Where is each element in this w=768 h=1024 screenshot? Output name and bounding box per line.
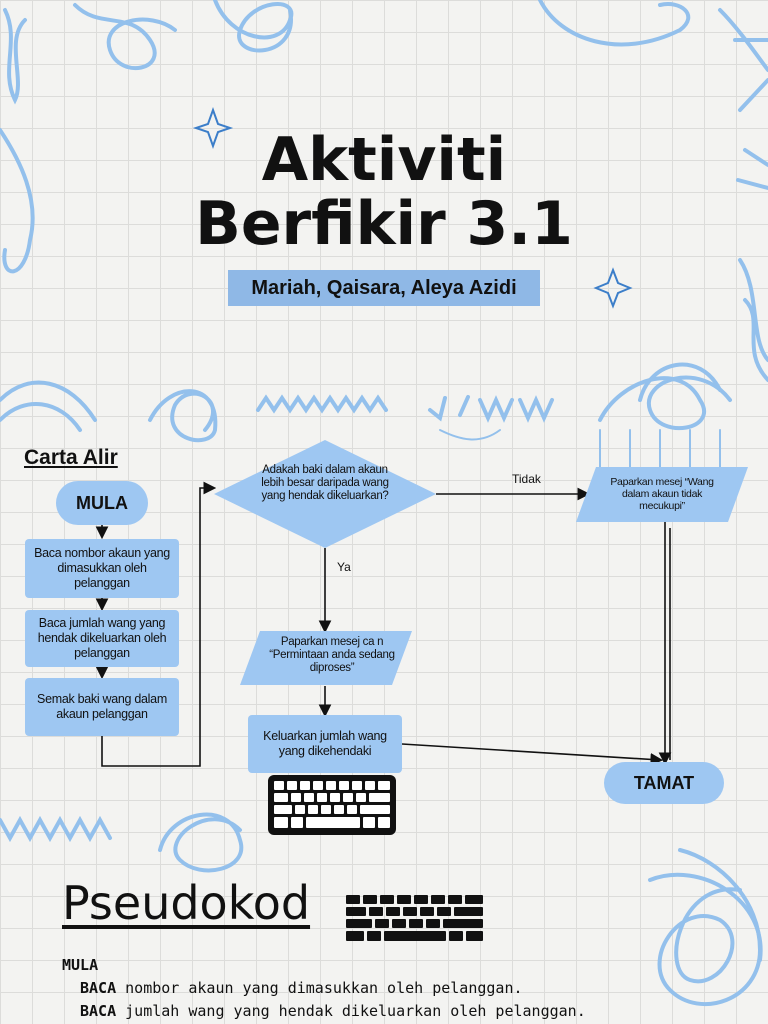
authors-label: Mariah, Qaisara, Aleya Azidi bbox=[228, 270, 540, 306]
pseudocode-keyword: BACA bbox=[80, 979, 117, 997]
yes-edge-label: Ya bbox=[337, 560, 351, 574]
output-no-shape bbox=[576, 467, 748, 522]
decision-text: Adakah baki dalam akaun lebih besar dari… bbox=[261, 464, 389, 502]
step-check-balance: Semak baki wang dalam akaun pelanggan bbox=[25, 678, 179, 736]
output-yes-text: Paparkan mesej ca n “Permintaan anda sed… bbox=[269, 636, 395, 674]
title-line-2: Berfikir 3.1 bbox=[195, 189, 573, 259]
step-read-amount: Baca jumlah wang yang hendak dikeluarkan… bbox=[25, 610, 179, 667]
keyboard-icon bbox=[268, 775, 396, 835]
pseudocode-keyword: BACA bbox=[80, 1002, 117, 1020]
start-terminal: MULA bbox=[56, 481, 148, 525]
pseudocode-text: nombor akaun yang dimasukkan oleh pelang… bbox=[116, 979, 523, 997]
output-yes-shape bbox=[240, 631, 412, 685]
sparkle-icon bbox=[192, 107, 633, 309]
pseudocode-text: jumlah wang yang hendak dikeluarkan oleh… bbox=[116, 1002, 586, 1020]
pseudocode-line-1: MULA bbox=[62, 954, 98, 977]
decision-diamond bbox=[214, 440, 436, 548]
output-no-text: Paparkan mesej “Wang dalam akaun tidak m… bbox=[610, 476, 714, 512]
pseudocode-line-2: BACA nombor akaun yang dimasukkan oleh p… bbox=[80, 977, 523, 1000]
pseudocode-line-3: BACA jumlah wang yang hendak dikeluarkan… bbox=[80, 1000, 586, 1023]
end-terminal: TAMAT bbox=[604, 762, 724, 804]
pseudocode-heading: Pseudokod bbox=[62, 876, 311, 930]
title-line-1: Aktiviti bbox=[261, 125, 507, 195]
keyboard-icon bbox=[346, 895, 483, 941]
step-dispense-cash: Keluarkan jumlah wang yang dikehendaki bbox=[248, 715, 402, 773]
flowchart-label: Carta Alir bbox=[24, 446, 118, 469]
step-read-account: Baca nombor akaun yang dimasukkan oleh p… bbox=[25, 539, 179, 598]
no-edge-label: Tidak bbox=[512, 472, 541, 486]
pseudocode-keyword: MULA bbox=[62, 956, 99, 974]
